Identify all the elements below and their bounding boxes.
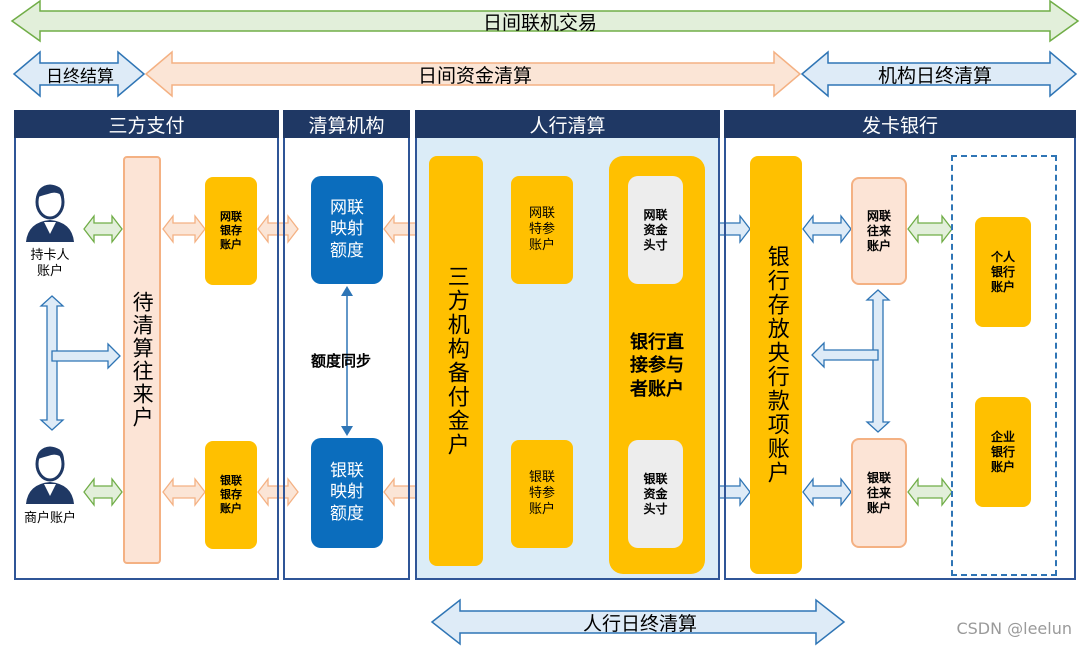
- reserve-account: 三方机构备付金户: [429, 156, 483, 566]
- cardholder-label: 持卡人 账户: [30, 248, 70, 280]
- unionpay-fund-position: 银联 资金 头寸: [628, 440, 683, 548]
- merchant-link-arrow: [83, 477, 123, 507]
- third-party-vertical-arrow: [39, 295, 65, 431]
- netunion-fund-position: 网联 资金 头寸: [628, 176, 683, 284]
- pboc-day-end-label: 人行日终清算: [582, 612, 697, 635]
- cardholder-avatar-icon: [26, 184, 74, 242]
- central-bank-deposit-account: 银行存放央行款项账户: [750, 156, 802, 574]
- quota-sync-label: 额度同步: [310, 351, 371, 370]
- netunion-deposit-account: 网联 银存 账户: [205, 177, 257, 285]
- clearing-inst-title: 清算机构: [283, 110, 410, 138]
- bank-branch-arrow: [811, 341, 879, 369]
- netunion-special-account: 网联 特参 账户: [511, 176, 573, 284]
- merchant-avatar-icon: [26, 446, 74, 504]
- inst-day-end-label: 机构日终清算: [877, 64, 992, 87]
- merchant-label: 商户账户: [23, 511, 76, 526]
- direct-participant-label: 银行直 接参与 者账户: [630, 331, 684, 400]
- unionpay-current-account: 银联 往来 账户: [851, 438, 907, 548]
- inst-day-end-arrow: [800, 50, 1078, 98]
- day-fund-clearing-arrow: [144, 50, 802, 98]
- unionpay-quota: 银联 映射 额度: [311, 438, 383, 548]
- day-online-label: 日间联机交易: [482, 11, 597, 34]
- bank-vertical-arrow: [865, 289, 891, 433]
- day-fund-clearing-label: 日间资金清算: [417, 64, 532, 87]
- issuing-bank-title: 发卡银行: [724, 110, 1076, 138]
- third-party-branch-arrow: [51, 342, 121, 370]
- day-online-arrow: [10, 0, 1080, 43]
- day-end-settle-arrow: [12, 50, 146, 98]
- pboc-day-end-arrow: [430, 598, 846, 646]
- day-end-settle-label: 日终结算: [46, 66, 114, 87]
- pboc-title: 人行清算: [415, 110, 720, 138]
- third-party-title: 三方支付: [14, 110, 279, 138]
- netunion-current-account: 网联 往来 账户: [851, 177, 907, 285]
- quota-sync-arrowhead-up: [341, 286, 353, 296]
- unionpay-special-account: 银联 特参 账户: [511, 440, 573, 548]
- watermark: CSDN @leelun: [956, 619, 1072, 638]
- quota-sync-arrowhead-down: [341, 426, 353, 436]
- unionpay-deposit-account: 银联 银存 账户: [205, 441, 257, 549]
- customer-accounts-group: [951, 155, 1057, 576]
- pending-clearing-account: 待清算往来户: [123, 156, 161, 564]
- enterprise-bank-account: 企业 银行 账户: [975, 397, 1031, 507]
- personal-bank-account: 个人 银行 账户: [975, 217, 1031, 327]
- cardholder-link-arrow: [83, 214, 123, 244]
- netunion-quota: 网联 映射 额度: [311, 176, 383, 284]
